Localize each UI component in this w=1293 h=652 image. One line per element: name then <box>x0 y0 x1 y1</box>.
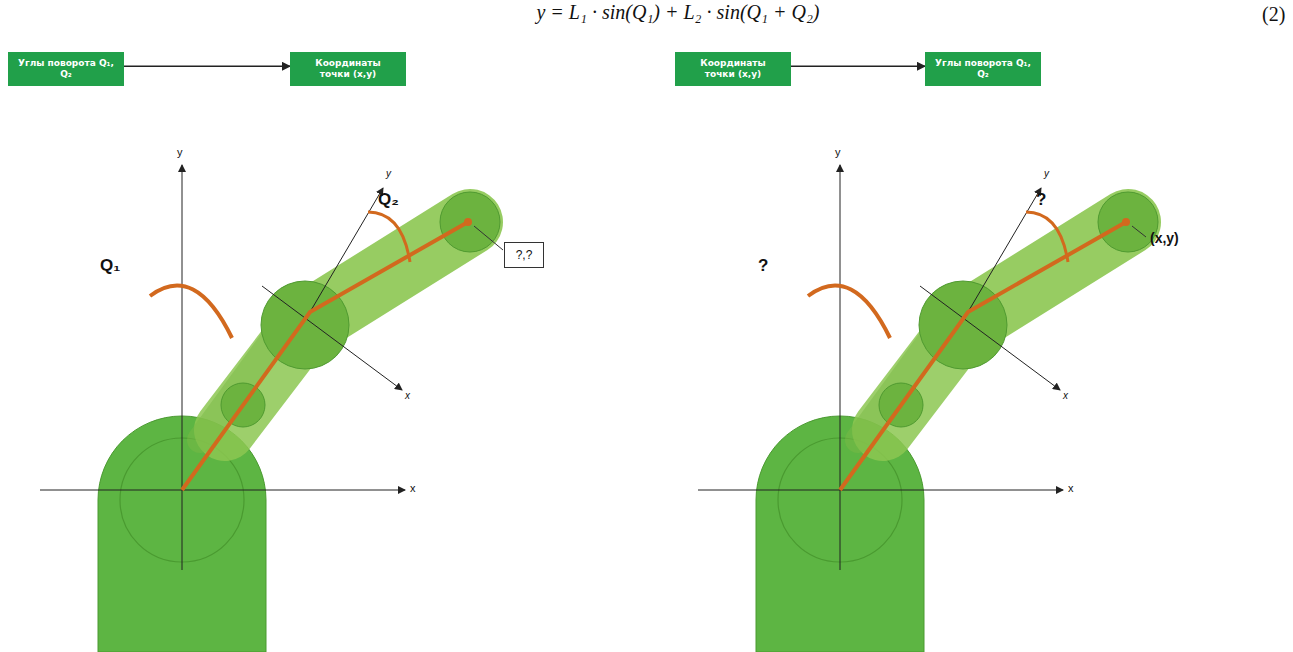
box-text-group: Углы поворота Q₁, Q₂ <box>18 58 114 81</box>
box-text-group: ?,? <box>516 248 533 262</box>
box-text-group: Координаты точки (x,y) <box>685 58 781 81</box>
axis-label: x <box>405 390 410 401</box>
axis-label: y <box>386 168 391 179</box>
angle-label: Q₂ <box>378 190 399 210</box>
formula: y = L₁ · sin(Q₁) + L₂ · sin(Q₁ + Q₂) <box>536 1 819 24</box>
process-box: Координаты точки (x,y) <box>675 52 791 86</box>
point-label: (x,y) <box>1150 230 1179 246</box>
box-text-group: Координаты точки (x,y) <box>300 58 396 81</box>
flow-arrow <box>791 66 925 68</box>
angle-label: Q₁ <box>100 256 120 276</box>
axis-label: x <box>410 482 416 494</box>
axis-label: x <box>1063 390 1068 401</box>
process-box: Координаты точки (x,y) <box>290 52 406 86</box>
axis-label: y <box>177 146 183 158</box>
angle-label: ? <box>758 256 768 276</box>
flow-arrow <box>124 66 290 68</box>
box-text: Углы поворота Q₁, Q₂ <box>935 58 1031 81</box>
box-text: ?,? <box>516 248 533 262</box>
process-box: Углы поворота Q₁, Q₂ <box>8 52 124 86</box>
unknown-callout: ?,? <box>504 242 544 268</box>
box-text: Углы поворота Q₁, Q₂ <box>18 58 114 81</box>
angle-label: ? <box>1036 190 1046 210</box>
process-box: Углы поворота Q₁, Q₂ <box>925 52 1041 86</box>
box-text: Координаты точки (x,y) <box>300 58 396 81</box>
axis-label: y <box>835 146 841 158</box>
axis-label: y <box>1044 168 1049 179</box>
box-text-group: Углы поворота Q₁, Q₂ <box>935 58 1031 81</box>
axis-label: x <box>1068 482 1074 494</box>
equation-number: (2) <box>1262 3 1285 26</box>
box-text: Координаты точки (x,y) <box>685 58 781 81</box>
